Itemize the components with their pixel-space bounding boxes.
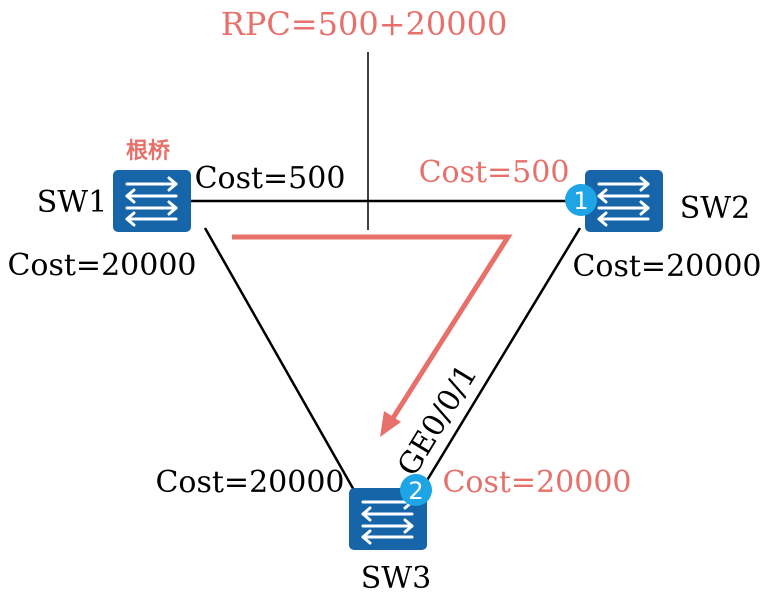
- switch-sw2: [585, 170, 663, 232]
- link-sw1-sw3: [203, 227, 357, 493]
- root-bridge-label: 根桥: [126, 138, 170, 164]
- rpc-path-arrow: [232, 234, 513, 437]
- port-badge-sw2-number: 1: [573, 187, 588, 215]
- rpc-label: RPC=500+20000: [221, 5, 508, 43]
- port-badge-sw3: 2: [400, 474, 432, 506]
- port-badge-sw2: 1: [565, 184, 597, 216]
- switch-label-sw1: SW1: [37, 185, 107, 220]
- cost-label-sw3-left: Cost=20000: [155, 465, 344, 500]
- cost-label-sw2-left: Cost=500: [419, 155, 570, 190]
- cost-label-sw1-right: Cost=500: [195, 161, 346, 196]
- switch-label-sw3: SW3: [361, 561, 431, 596]
- switch-label-sw2: SW2: [680, 191, 750, 226]
- network-switch-icon: [113, 170, 191, 232]
- cost-label-sw2-down: Cost=20000: [572, 249, 761, 284]
- network-switch-icon: [585, 170, 663, 232]
- cost-label-sw3-right: Cost=20000: [442, 465, 631, 500]
- cost-label-sw1-down: Cost=20000: [7, 248, 196, 283]
- port-badge-sw3-number: 2: [408, 477, 423, 505]
- link-sw2-sw3: [418, 227, 582, 493]
- switch-sw1: [113, 170, 191, 232]
